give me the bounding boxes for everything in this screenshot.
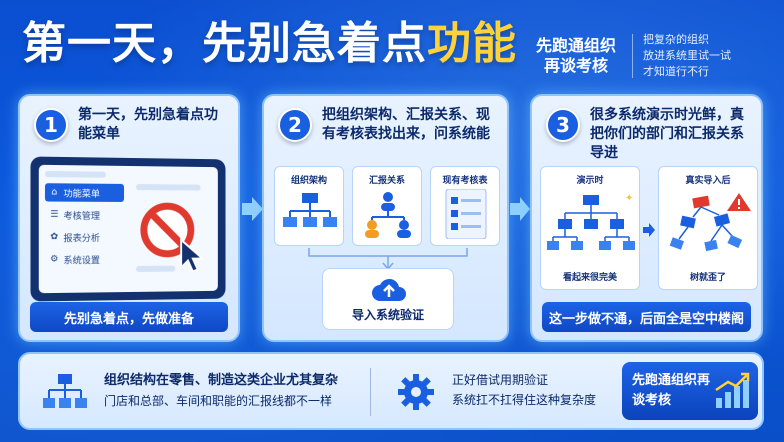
step-card-2: 2 把组织架构、汇报关系、现有考核表找出来，问系统能 组织架构 汇报关系 现有考… bbox=[262, 94, 509, 342]
no-entry-icon bbox=[140, 202, 195, 258]
org-chart-icon bbox=[43, 374, 87, 408]
menu-item-reports[interactable]: ✿报表分析 bbox=[50, 232, 100, 244]
gear-icon bbox=[398, 374, 434, 410]
page-title: 第一天，先别急着点功能 bbox=[22, 18, 517, 69]
import-system-box: 导入系统验证 bbox=[322, 268, 454, 330]
arrow-right-icon bbox=[510, 197, 530, 221]
real-import-panel: 真实导入后 树就歪了 bbox=[658, 166, 758, 290]
tablet-illustration: ⌂功能菜单 ☰考核管理 ✿报表分析 ⚙系统设置 bbox=[30, 156, 226, 302]
merge-arrows-icon bbox=[308, 248, 468, 270]
menu-item-features[interactable]: ⌂功能菜单 bbox=[44, 183, 125, 202]
people-icon bbox=[365, 192, 411, 238]
step-number: 3 bbox=[546, 108, 580, 142]
step-footer: 这一步做不通，后面全是空中楼阁 bbox=[542, 302, 751, 332]
reporting-box: 汇报关系 bbox=[352, 166, 422, 246]
home-icon: ⌂ bbox=[51, 187, 58, 198]
demo-panel: 演示时 ✦ 看起来很完美 bbox=[540, 166, 640, 290]
header-badge-main: 先跑通组织再谈考核 bbox=[535, 36, 616, 75]
header-badge-sub: 把复杂的组织 放进系统里试一试 才知道行不行 bbox=[643, 33, 731, 78]
header-badge: 先跑通组织再谈考核 把复杂的组织 放进系统里试一试 才知道行不行 bbox=[530, 28, 780, 84]
gear-icon: ✿ bbox=[50, 232, 59, 243]
placeholder-line bbox=[44, 170, 107, 178]
tablet-screen: ⌂功能菜单 ☰考核管理 ✿报表分析 ⚙系统设置 bbox=[38, 164, 218, 294]
cta-text: 先跑通组织再谈考核 bbox=[632, 373, 711, 408]
menu-item-assessment[interactable]: ☰考核管理 bbox=[50, 209, 100, 222]
step-title: 很多系统演示时光鲜，真把你们的部门和汇报关系导进 bbox=[590, 107, 744, 161]
cta-banner: 先跑通组织再谈考核 bbox=[622, 362, 758, 420]
menu-sidebar: ⌂功能菜单 ☰考核管理 ✿报表分析 ⚙系统设置 bbox=[44, 183, 125, 273]
arrow-right-icon bbox=[242, 197, 263, 221]
list-icon: ☰ bbox=[50, 209, 59, 220]
broken-tree-icon bbox=[669, 193, 751, 252]
settings-icon: ⚙ bbox=[50, 254, 59, 265]
org-structure-box: 组织架构 bbox=[274, 166, 344, 246]
step-number: 2 bbox=[278, 108, 312, 142]
step-title: 把组织架构、汇报关系、现有考核表找出来，问系统能 bbox=[322, 107, 490, 142]
org-chart-icon bbox=[283, 193, 337, 227]
menu-item-settings[interactable]: ⚙系统设置 bbox=[50, 254, 100, 267]
step-footer: 先别急着点，先做准备 bbox=[30, 302, 228, 332]
step-number: 1 bbox=[34, 108, 68, 142]
bottom-left-text: 组织结构在零售、制造这类企业尤其复杂 门店和总部、车间和职能的汇报线都不一样 bbox=[104, 373, 339, 408]
svg-text:✦: ✦ bbox=[625, 193, 633, 204]
checklist-icon bbox=[445, 189, 487, 239]
step-title: 第一天，先别急着点功能菜单 bbox=[78, 107, 218, 142]
divider bbox=[632, 34, 633, 78]
step-card-3: 3 很多系统演示时光鲜，真把你们的部门和汇报关系导进 演示时 ✦ 看起来很完美 … bbox=[530, 94, 763, 342]
bottom-mid-text: 正好借试用期验证 系统扛不扛得住这种复杂度 bbox=[452, 373, 597, 407]
placeholder-line bbox=[135, 265, 176, 272]
arrow-right-icon bbox=[643, 223, 655, 237]
cloud-upload-icon bbox=[372, 278, 406, 301]
assessment-sheet-box: 现有考核表 bbox=[430, 166, 500, 246]
placeholder-line bbox=[135, 184, 201, 191]
divider bbox=[370, 368, 371, 416]
neat-tree-icon: ✦ bbox=[547, 193, 635, 250]
step-card-1: 1 第一天，先别急着点功能菜单 ⌂功能菜单 ☰考核管理 ✿报表分析 ⚙系统设置 … bbox=[18, 94, 240, 342]
growth-chart-icon bbox=[715, 372, 750, 408]
cursor-icon bbox=[179, 238, 206, 274]
bottom-summary: 组织结构在零售、制造这类企业尤其复杂 门店和总部、车间和职能的汇报线都不一样 正… bbox=[18, 352, 764, 430]
